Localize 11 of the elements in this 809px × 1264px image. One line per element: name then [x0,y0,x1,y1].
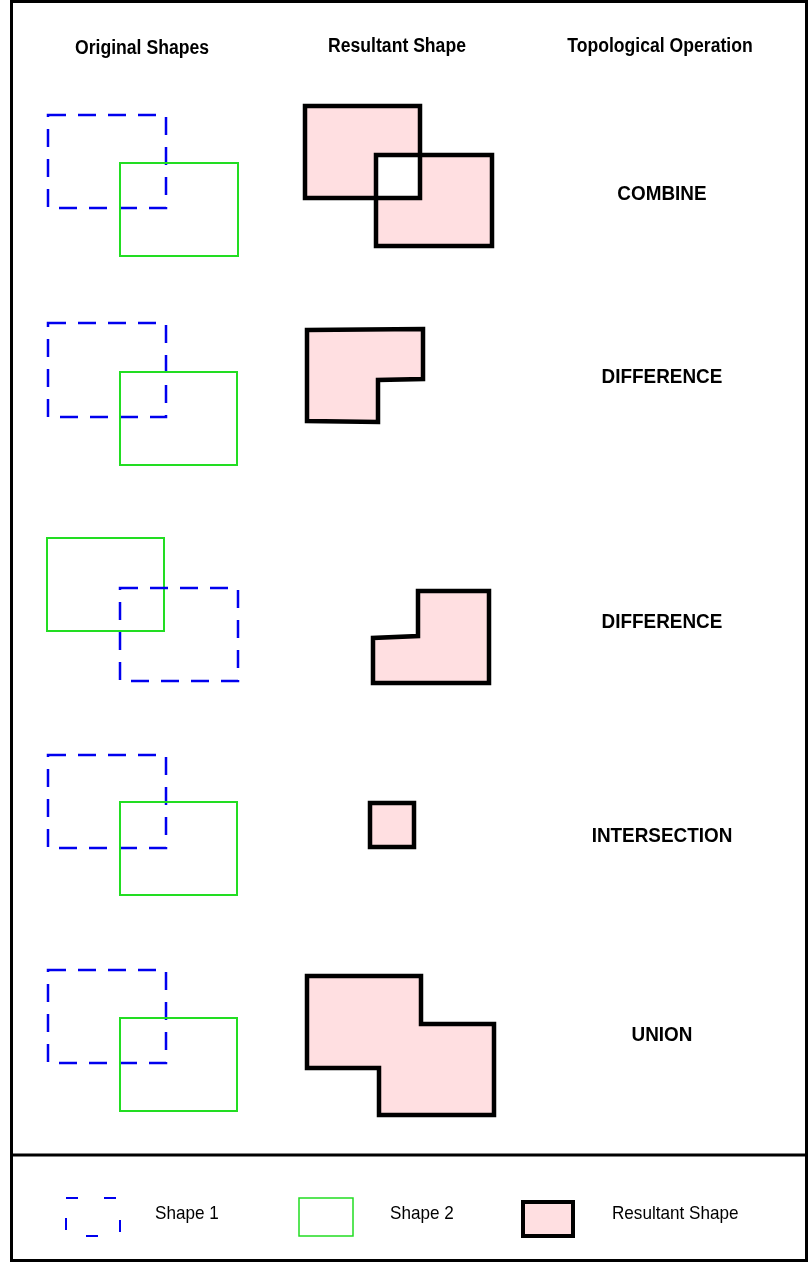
operation-label: UNION [631,1022,693,1046]
operation-label: DIFFERENCE [601,609,723,633]
column-header: Resultant Shape [328,33,466,57]
legend-label: Shape 1 [155,1202,219,1224]
column-header: Topological Operation [567,33,753,57]
operation-label: COMBINE [617,181,707,205]
column-header: Original Shapes [75,35,209,59]
operation-label: INTERSECTION [591,823,733,847]
legend-label: Resultant Shape [612,1202,739,1224]
legend-label: Shape 2 [390,1202,454,1224]
operation-label: DIFFERENCE [601,364,723,388]
